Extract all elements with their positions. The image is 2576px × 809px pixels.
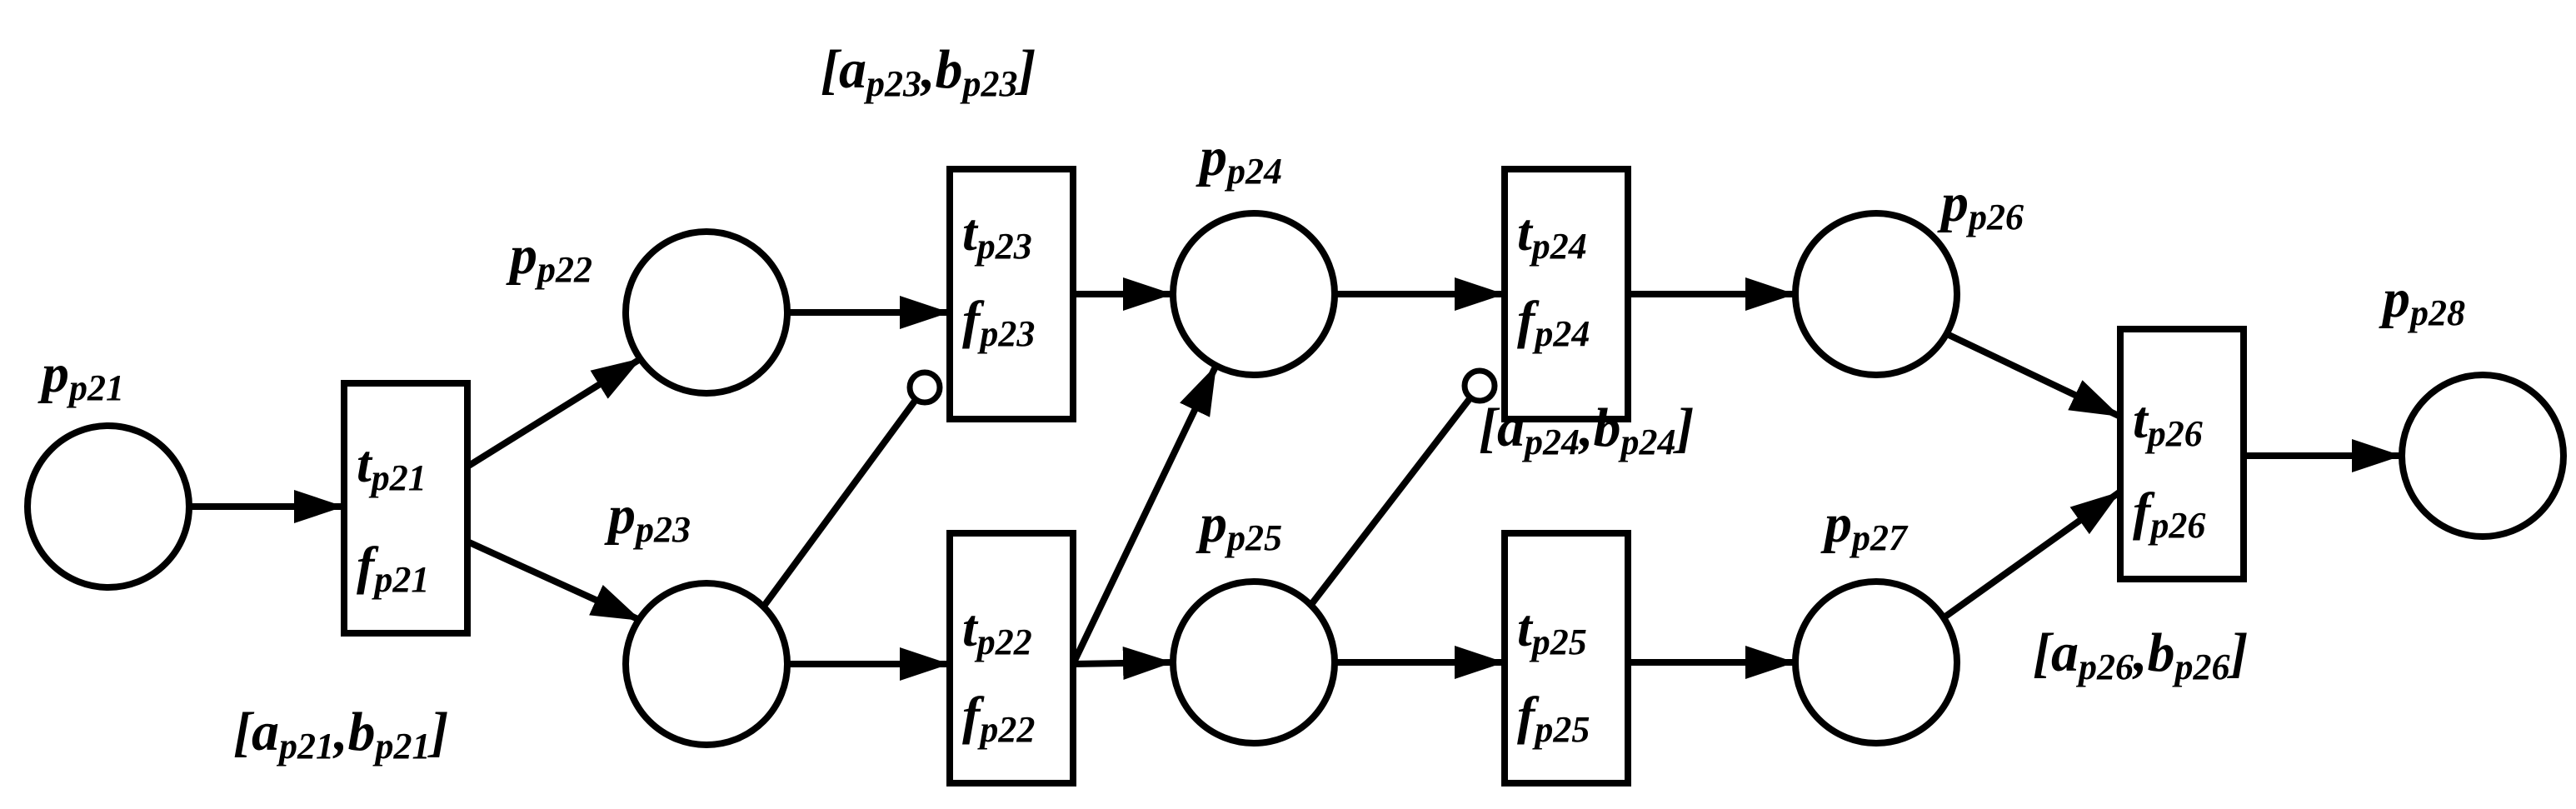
place-label-pp24: pp24 [1196,127,1282,192]
interval-label-int23: [ap23,bp23] [821,39,1036,104]
place-label-pp22: pp22 [506,225,592,290]
arc-tp22-to-pp24 [1070,363,1220,666]
place-pp22-circle [622,228,791,397]
place-pp24-circle [1170,210,1338,378]
transition-t-label-tp23: tp23 [962,202,1032,267]
place-pp28-circle [2399,372,2567,540]
transition-f-label-tp25: fp25 [1517,686,1590,750]
interval-label-int24: [ap24,bp24] [1479,397,1694,462]
arc-pp26-to-tp26 [1944,330,2122,420]
place-label-pp25: pp25 [1196,493,1282,558]
transition-f-label-tp22: fp22 [962,686,1035,750]
transition-t-label-tp24: tp24 [1517,202,1587,267]
place-pp21-circle [24,422,192,591]
arc-tp22-to-pp25 [1072,647,1174,680]
transition-tp21-box [341,380,471,637]
transition-f-label-tp24: fp24 [1517,290,1590,354]
arc-tp21-to-pp22 [465,355,644,470]
arcs-layer [189,277,2402,681]
transition-tp22-box [946,530,1076,787]
arc-tp21-to-pp23 [466,538,643,624]
transition-tp25-box [1501,530,1631,787]
place-label-pp21: pp21 [37,343,124,408]
place-pp27-circle [1792,578,1960,747]
transition-tp24-box [1501,166,1631,422]
transition-tp26-box [2117,326,2247,582]
transition-t-label-tp25: tp25 [1517,598,1587,662]
transition-tp23-box [946,166,1076,422]
place-pp26-circle [1792,210,1960,378]
place-pp25-circle [1170,578,1338,747]
place-pp23-circle [622,580,791,748]
arc-pp23-to-tp23 [759,397,919,611]
transition-t-label-tp26: tp26 [2133,390,2203,454]
inhibitor-circle-pp23-to-tp23 [906,369,943,406]
arc-pp27-to-tp26 [1943,488,2123,620]
transition-f-label-tp26: fp26 [2133,482,2205,546]
place-label-pp28: pp28 [2379,268,2465,333]
place-label-pp23: pp23 [604,485,691,550]
interval-label-int21: [ap21,bp21] [233,702,448,767]
place-label-pp26: pp26 [1937,172,2024,237]
transition-f-label-tp21: fp21 [357,536,429,600]
transition-t-label-tp22: tp22 [962,598,1032,662]
inhibitor-circle-pp25-to-tp24 [1461,367,1498,404]
place-label-pp27: pp27 [1820,493,1909,558]
interval-label-int26: [ap26,bp26] [2033,622,2248,687]
arc-pp25-to-tp24 [1306,395,1474,609]
transition-t-label-tp21: tp21 [357,434,427,498]
